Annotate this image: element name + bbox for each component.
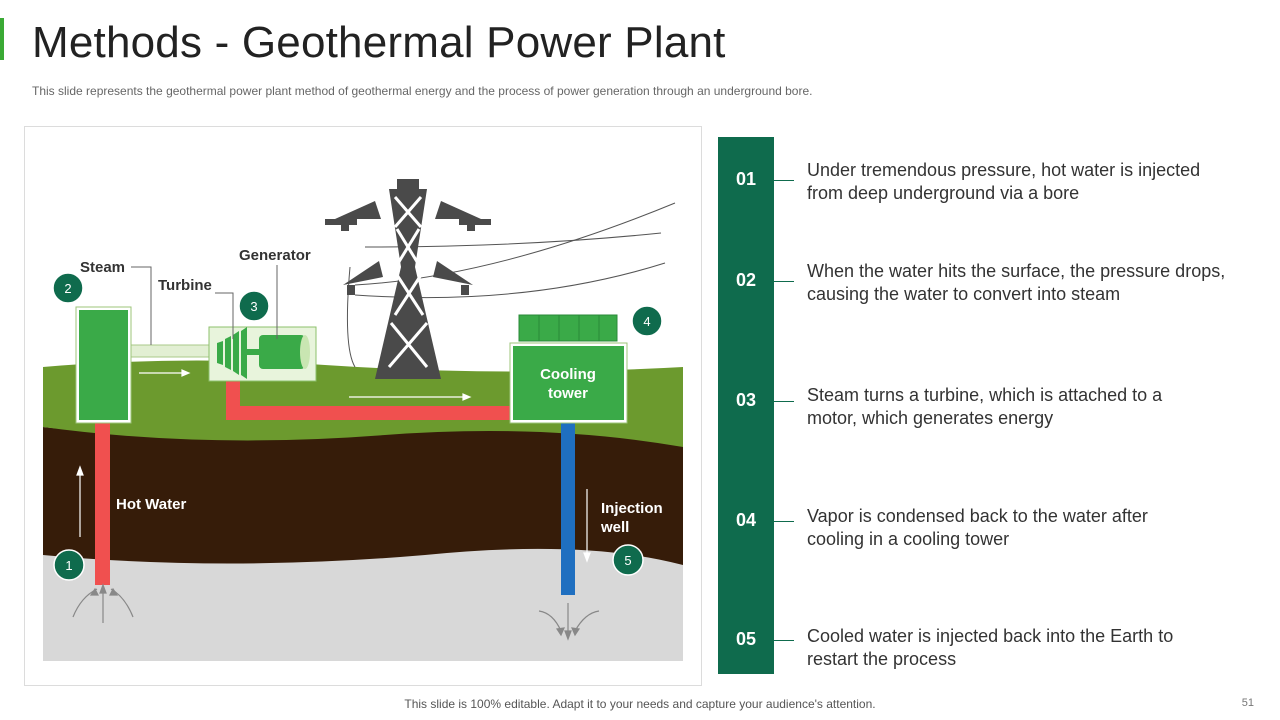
injection-pipe bbox=[561, 423, 575, 595]
badge-4: 4 bbox=[631, 305, 663, 337]
step-connector-04 bbox=[758, 521, 794, 522]
step-number-02: 02 bbox=[735, 270, 757, 290]
cooling-tower-fans bbox=[518, 314, 618, 342]
badge-5-text: 5 bbox=[624, 553, 631, 568]
step-text-03-line2: motor, which generates energy bbox=[807, 408, 1054, 428]
step-text-03: Steam turns a turbine, which is attached… bbox=[807, 384, 1252, 430]
hot-return-pipe bbox=[226, 379, 511, 420]
step-text-04-line2: cooling in a cooling tower bbox=[807, 529, 1010, 549]
step-text-02-line1: When the water hits the surface, the pre… bbox=[807, 261, 1226, 281]
steam-pipe bbox=[128, 344, 216, 358]
step-text-04: Vapor is condensed back to the water aft… bbox=[807, 505, 1252, 551]
badge-2: 2 bbox=[52, 272, 84, 304]
page-number: 51 bbox=[1241, 697, 1254, 709]
transmission-tower-icon bbox=[325, 179, 491, 379]
badge-3: 3 bbox=[238, 290, 270, 322]
hot-water-label: Hot Water bbox=[116, 496, 186, 513]
step-number-05: 05 bbox=[735, 629, 757, 649]
step-text-01: Under tremendous pressure, hot water is … bbox=[807, 159, 1252, 205]
step-text-05: Cooled water is injected back into the E… bbox=[807, 625, 1252, 671]
step-text-05-line1: Cooled water is injected back into the E… bbox=[807, 626, 1174, 646]
generator-icon bbox=[259, 335, 305, 369]
step-text-01-line2: from deep underground via a bore bbox=[807, 183, 1080, 203]
step-text-02-line2: causing the water to convert into steam bbox=[807, 284, 1121, 304]
turbine-label: Turbine bbox=[158, 277, 212, 294]
step-number-04: 04 bbox=[735, 510, 757, 530]
injection-well-label-1: Injection bbox=[601, 500, 663, 517]
hot-water-pipe bbox=[95, 423, 110, 585]
step-number-01: 01 bbox=[735, 169, 757, 189]
injection-well-label-2: well bbox=[600, 519, 629, 536]
badge-2-text: 2 bbox=[64, 281, 71, 296]
steam-label: Steam bbox=[80, 259, 125, 276]
cooling-tower-label-2: tower bbox=[548, 385, 588, 402]
generator-label: Generator bbox=[239, 247, 311, 264]
badge-4-text: 4 bbox=[643, 314, 650, 329]
step-text-04-line1: Vapor is condensed back to the water aft… bbox=[807, 506, 1148, 526]
badge-1: 1 bbox=[53, 549, 85, 581]
cooling-tower-label-1: Cooling bbox=[540, 366, 596, 383]
badge-3-text: 3 bbox=[250, 299, 257, 314]
step-connector-05 bbox=[758, 640, 794, 641]
flow-arrows bbox=[76, 369, 591, 563]
geothermal-diagram: Cooling tower bbox=[24, 126, 702, 686]
step-connector-03 bbox=[758, 401, 794, 402]
title-accent-bar bbox=[0, 18, 4, 60]
badge-1-text: 1 bbox=[65, 558, 72, 573]
soil-layer bbox=[43, 427, 683, 565]
badge-5: 5 bbox=[612, 544, 644, 576]
step-text-01-line1: Under tremendous pressure, hot water is … bbox=[807, 160, 1201, 180]
hot-water-source-arrows bbox=[72, 583, 134, 623]
footer-note: This slide is 100% editable. Adapt it to… bbox=[404, 697, 876, 711]
page-subtitle: This slide represents the geothermal pow… bbox=[32, 84, 813, 98]
step-text-05-line2: restart the process bbox=[807, 649, 957, 669]
step-number-03: 03 bbox=[735, 390, 757, 410]
step-connector-01 bbox=[758, 180, 794, 181]
step-text-02: When the water hits the surface, the pre… bbox=[807, 260, 1252, 306]
steps-bar bbox=[718, 137, 774, 674]
leader-lines bbox=[131, 265, 278, 345]
step-connector-02 bbox=[758, 281, 794, 282]
turbine-icon bbox=[217, 327, 247, 379]
page-title: Methods - Geothermal Power Plant bbox=[32, 18, 726, 67]
step-text-03-line1: Steam turns a turbine, which is attached… bbox=[807, 385, 1163, 405]
tower-lattice bbox=[387, 196, 429, 368]
injection-outflow-arrows bbox=[538, 603, 600, 641]
